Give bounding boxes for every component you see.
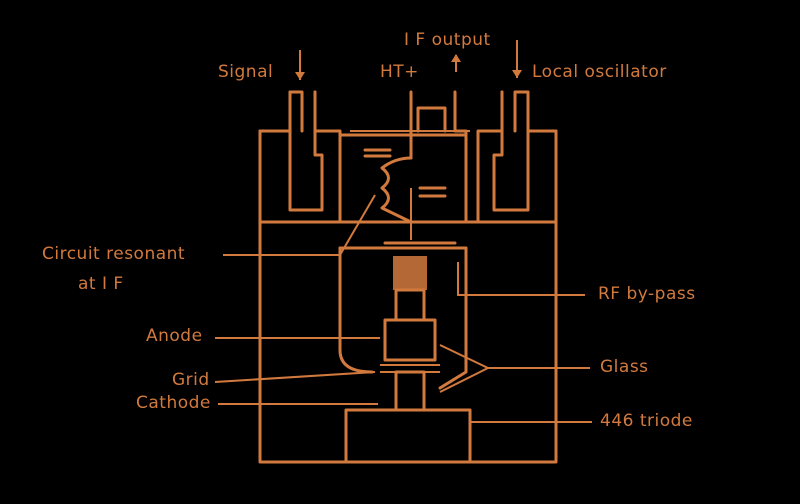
outer-cavity-body [258,129,558,464]
circuit-resonant-label-line2: at I F [78,274,124,294]
anode-label: Anode [146,326,203,346]
leader-lines [214,194,592,423]
local-oscillator-coax-line [476,40,558,224]
rf-bypass-label: RF by-pass [598,284,696,304]
ht-plus-label: HT+ [380,62,419,82]
grid-label: Grid [172,370,210,390]
if-output-label: I F output [404,30,491,50]
if-resonant-circuit [338,133,468,240]
glass-label: Glass [600,357,649,377]
circuit-resonant-label: Circuit resonant [42,244,186,264]
rf-bypass-plate [338,241,468,250]
signal-label: Signal [218,62,274,82]
cathode-label: Cathode [136,393,211,413]
local-oscillator-label: Local oscillator [532,62,667,82]
triode-446 [338,246,472,464]
ht-plus-lead [350,90,470,160]
triode-446-label: 446 triode [600,411,693,431]
